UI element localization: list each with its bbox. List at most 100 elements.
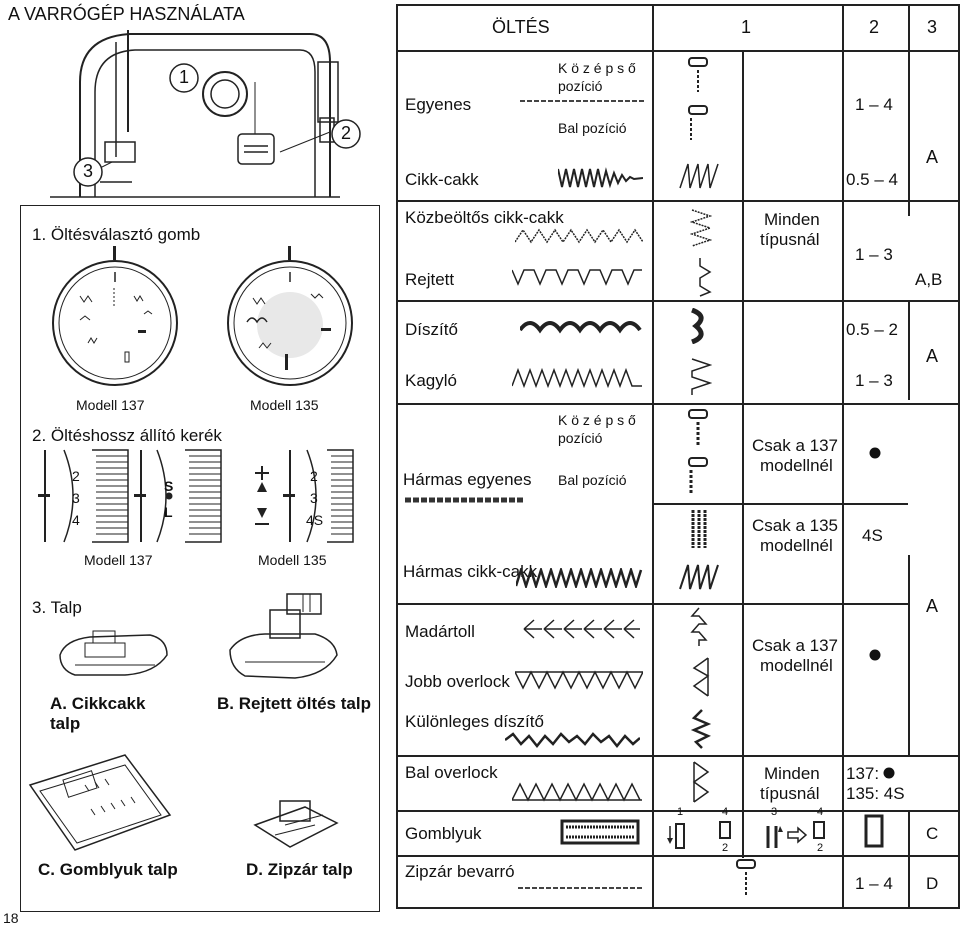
left-overlock-137: 137: [846, 764, 880, 783]
left-overlock-sample [512, 782, 642, 802]
shell-length: 1 – 3 [855, 371, 893, 390]
header-col-2: 2 [869, 17, 880, 37]
bh-step-2: 2 [722, 842, 729, 854]
wheel-135-label-3: 3 [310, 490, 318, 506]
triple-straight-sample [405, 497, 525, 503]
stitch-straight: Egyenes [405, 95, 472, 114]
stitch-left-overlock: Bal overlock [405, 763, 498, 782]
foot-c-label: C. Gomblyuk talp [38, 860, 178, 879]
triple-zigzag-sample [516, 568, 643, 588]
all-types-label-1: Minden [764, 210, 820, 229]
dial-135-pointer [288, 246, 291, 260]
stitch-dial-135 [227, 260, 353, 386]
buttonhole-steps-icon [667, 821, 825, 849]
only-137-label-b-2: modellnél [760, 656, 833, 675]
stitch-decorative: Díszítő [405, 320, 458, 339]
triple-zigzag-icon [679, 564, 719, 590]
zigzag-foot-illustration [59, 630, 168, 676]
zigzag-length: 0.5 – 4 [846, 170, 898, 189]
foot-d-group: D [926, 874, 939, 893]
stitch-shell: Kagyló [405, 371, 457, 390]
wheel-137-mark [38, 494, 50, 497]
foot-a-label: A. Cikkcakk [50, 694, 146, 713]
zipper-icon [736, 859, 756, 896]
zigzag-sample [558, 167, 643, 189]
center-position-label: K ö z é p s ő [558, 60, 636, 76]
wheel-137-label-4: 4 [72, 512, 80, 528]
page-number: 18 [3, 910, 19, 926]
dot-icon [869, 447, 881, 459]
all-types-label-b-2: típusnál [760, 784, 820, 803]
length-arrows-icon [255, 466, 269, 525]
shell-sample [512, 367, 642, 388]
header-col-1: 1 [741, 17, 752, 37]
sewing-machine-illustration [50, 30, 340, 198]
multi-zigzag-sample [515, 228, 643, 244]
callout-3: 3 [83, 161, 94, 181]
wheel-137-label-2: 2 [72, 468, 80, 484]
stitch-buttonhole: Gomblyuk [405, 824, 482, 843]
left-position-label-b: Bal pozíció [558, 472, 627, 488]
bh-step-3: 3 [771, 806, 778, 818]
straight-length: 1 – 4 [855, 95, 893, 114]
bh-step-2b: 2 [817, 842, 824, 854]
dial-model-135: Modell 135 [250, 397, 319, 413]
blind-sample [512, 269, 642, 286]
buttonhole-foot-illustration [28, 754, 172, 851]
all-types-label-b-1: Minden [764, 764, 820, 783]
length-model-135: Modell 135 [258, 552, 327, 568]
stitch-right-overlock: Jobb overlock [405, 672, 510, 691]
stitch-zigzag: Cikk-cakk [405, 170, 479, 189]
foot-section-title: 3. Talp [32, 598, 82, 617]
zipper-foot-illustration [253, 800, 339, 848]
wheel-135-label-2: 2 [310, 468, 318, 484]
center-position-label-b: K ö z é p s ő [558, 412, 636, 428]
length-section-title: 2. Öltéshossz állító kerék [32, 426, 222, 445]
length-wheel-135 [306, 449, 354, 543]
right-overlock-icon [692, 657, 710, 697]
dot-icon-3 [883, 767, 895, 779]
foot-c-group: C [926, 824, 939, 843]
wheel-s-mark [134, 494, 146, 497]
foot-a-group-1: A [926, 147, 939, 167]
decorative-length: 0.5 – 2 [846, 320, 898, 339]
dial-model-137: Modell 137 [76, 397, 145, 413]
decorative-icon [691, 308, 704, 344]
only-135-label-2: modellnél [760, 536, 833, 555]
length-wheel-s [156, 449, 222, 543]
special-decorative-icon [690, 709, 712, 749]
only-135-label-1: Csak a 135 [752, 516, 838, 535]
center-position-label-2: pozíció [558, 78, 603, 94]
header-stitch: ÖLTÉS [492, 17, 550, 37]
stitch-special-decorative: Különleges díszítő [405, 712, 544, 731]
stitch-blind: Rejtett [405, 270, 455, 289]
triple-135-length: 4S [862, 526, 883, 545]
left-panel [20, 205, 380, 912]
callout-2: 2 [341, 123, 352, 143]
dial-137-pointer [113, 246, 116, 260]
foot-ab-group: A,B [915, 270, 943, 289]
special-decorative-sample [505, 732, 640, 748]
shell-icon [691, 358, 712, 395]
dial-section-title: 1. Öltésválasztó gomb [32, 225, 201, 244]
zipper-sample [518, 887, 643, 889]
bh-step-4: 4 [722, 806, 729, 818]
left-overlock-icon [692, 761, 710, 803]
straight-stitch-sample [520, 100, 645, 102]
length-wheel-137 [63, 449, 129, 543]
callout-3-circle [73, 157, 103, 187]
stitch-triple-straight: Hármas egyenes [403, 470, 532, 489]
buttonhole-frame-icon [864, 814, 884, 848]
right-overlock-sample [515, 670, 643, 690]
multi-blind-length: 1 – 3 [855, 245, 893, 264]
straight-center-icon [688, 57, 708, 92]
header-col-3: 3 [927, 17, 938, 37]
triple-left-icon [688, 457, 708, 494]
center-position-label-b-2: pozíció [558, 430, 603, 446]
multi-zigzag-icon [690, 209, 712, 247]
triple-straight-135-icon [691, 510, 707, 548]
left-position-label: Bal pozíció [558, 120, 627, 136]
bh-step-4b: 4 [817, 806, 824, 818]
wheel-s-label-s: S [164, 478, 174, 494]
bh-step-1: 1 [677, 806, 684, 818]
